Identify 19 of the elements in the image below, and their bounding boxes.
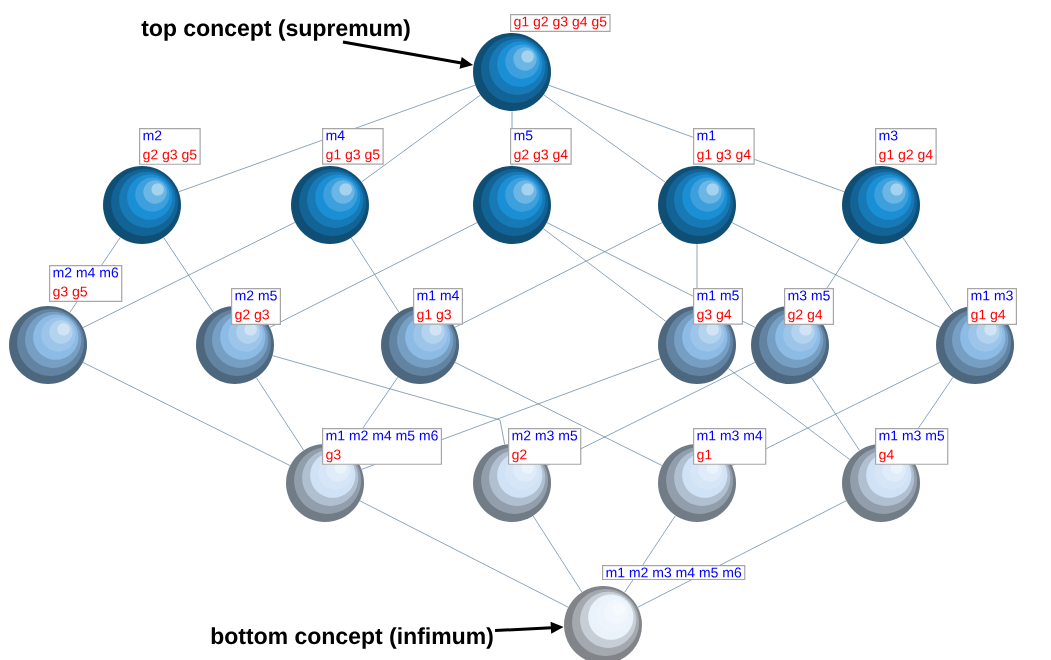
label-box: m1 m3 m5 g4 bbox=[875, 428, 949, 465]
label-box: m1 m3 m4 g1 bbox=[693, 428, 767, 465]
node-text: bottom concept (infimum) bbox=[211, 627, 493, 649]
label-box: m4 g1 g3 g5 bbox=[322, 128, 384, 165]
label-box: m3 g1 g2 g4 bbox=[875, 128, 937, 165]
label-box: m1 m5 g3 g4 bbox=[693, 288, 743, 325]
label-box: m2 m3 m5 g2 bbox=[508, 428, 582, 465]
label-box: m1 m4 g1 g3 bbox=[413, 288, 463, 325]
label-box: g1 g2 g3 g4 g5 bbox=[510, 14, 611, 32]
label-box: m2 g2 g3 g5 bbox=[139, 128, 201, 165]
label-box: m5 g2 g3 g4 bbox=[510, 128, 572, 165]
label-box: m1 m3 g1 g4 bbox=[967, 288, 1017, 325]
label-box: m2 m4 m6 g3 g5 bbox=[49, 265, 123, 302]
label-box: m1 m2 m4 m5 m6 g3 bbox=[322, 428, 442, 465]
label-box: m2 m5 g2 g3 bbox=[231, 288, 281, 325]
label-box: m3 m5 g2 g4 bbox=[784, 288, 834, 325]
label-box: m1 m2 m3 m4 m5 m6 bbox=[602, 565, 746, 581]
label-box: m1 g1 g3 g4 bbox=[693, 128, 755, 165]
node-text: top concept (supremum) bbox=[141, 19, 410, 41]
